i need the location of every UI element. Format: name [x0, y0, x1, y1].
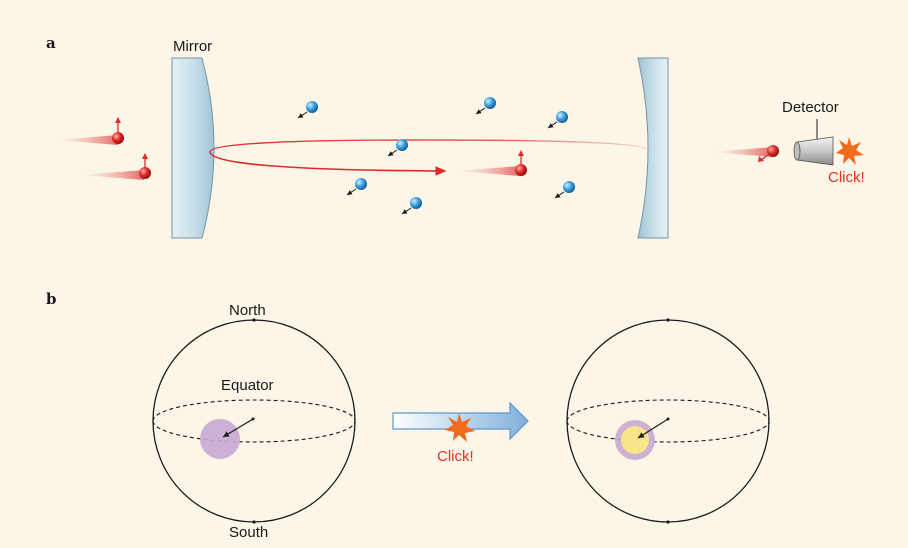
left-mirror — [171, 57, 215, 239]
atom — [475, 97, 496, 115]
atom — [387, 139, 408, 157]
burst-icon — [445, 413, 475, 442]
equator-label: Equator — [221, 377, 274, 394]
quantum-state-blob-collapsed — [621, 426, 649, 454]
detector-icon — [793, 136, 834, 166]
atom — [401, 197, 422, 215]
incoming-photon-2 — [80, 153, 151, 180]
click-label-b: Click! — [437, 448, 474, 465]
panel-a-label: a — [46, 34, 56, 52]
incoming-photon-1 — [56, 117, 124, 145]
state-vector — [222, 418, 254, 438]
mirror-label: Mirror — [173, 38, 212, 55]
outgoing-photon — [712, 145, 779, 162]
detector-label: Detector — [782, 99, 839, 116]
atom — [346, 178, 367, 196]
quantum-state-blob — [200, 419, 240, 459]
atom — [297, 101, 318, 119]
click-label-a: Click! — [828, 169, 865, 186]
atom — [547, 111, 568, 129]
burst-icon — [836, 137, 864, 165]
state-vector — [637, 418, 669, 439]
right-mirror — [637, 57, 669, 239]
north-label: North — [229, 302, 266, 319]
cavity-photon — [455, 150, 527, 176]
panel-b-label: b — [46, 290, 57, 308]
atom — [554, 181, 575, 199]
right-bloch-sphere — [566, 318, 770, 524]
left-bloch-sphere — [152, 318, 356, 524]
cavity-light-path — [209, 139, 649, 176]
south-label: South — [229, 524, 268, 541]
